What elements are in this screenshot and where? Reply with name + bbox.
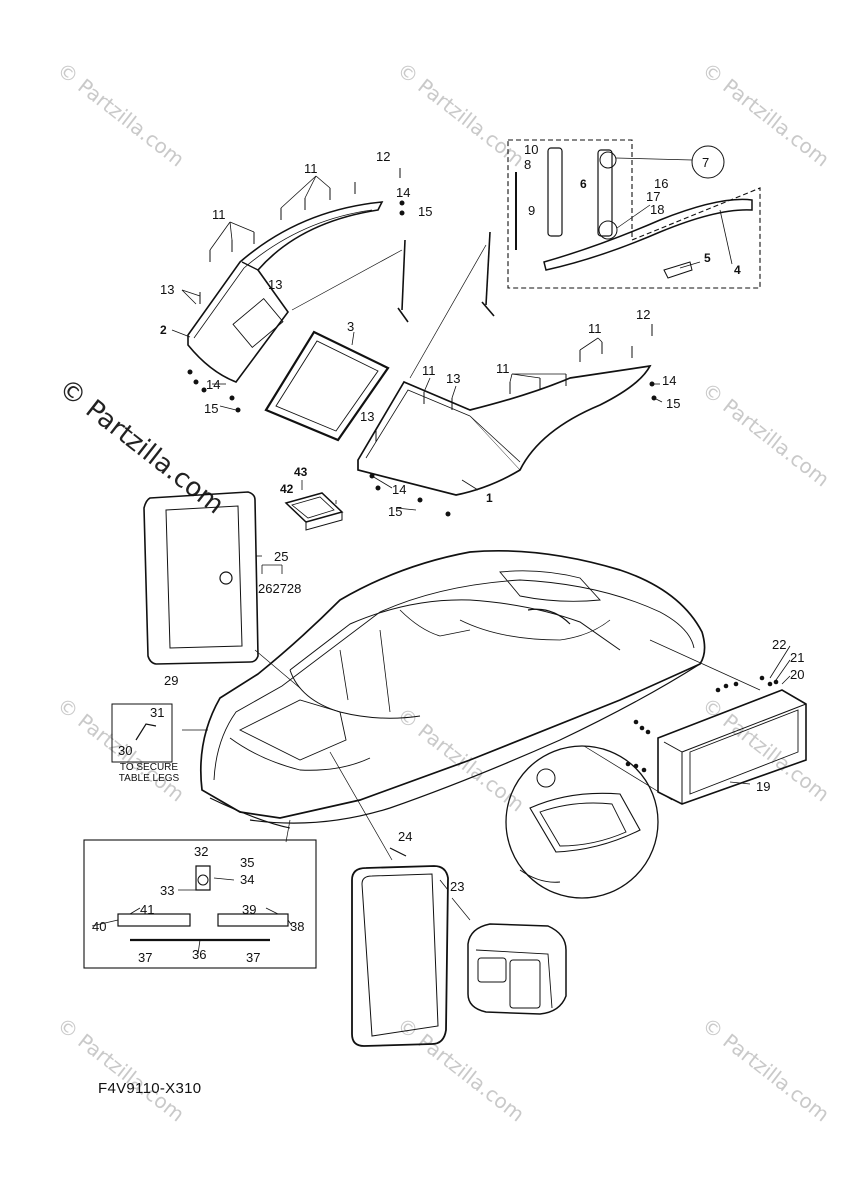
callout-16: 16 (654, 176, 669, 191)
tray-part-42 (284, 492, 344, 531)
trim-strip-part-4 (543, 198, 753, 279)
storage-bin-part-23 (467, 923, 567, 1015)
callout-9: 9 (528, 203, 536, 218)
callout-24: 24 (398, 829, 413, 844)
callout-12b: 12 (636, 307, 651, 322)
callout-15c: 15 (666, 396, 681, 411)
callout-34: 34 (240, 872, 255, 887)
callout-18: 18 (650, 202, 665, 217)
diagram-code: F4V9110-X310 (98, 1080, 202, 1097)
callout-5: 5 (704, 251, 711, 265)
callout-37a: 37 (138, 950, 153, 965)
callout-37b: 37 (246, 950, 261, 965)
callout-40: 40 (92, 919, 107, 934)
detail-box-upper (507, 139, 761, 289)
callout-6: 6 (580, 177, 587, 191)
callout-31: 31 (150, 705, 165, 720)
callout-38: 38 (290, 919, 305, 934)
callout-42: 42 (280, 482, 294, 496)
callout-8: 8 (524, 157, 532, 172)
frame-part-3 (264, 330, 390, 442)
callout-35: 35 (240, 855, 255, 870)
support-struts (397, 231, 495, 323)
callout-17: 17 (646, 189, 661, 204)
callout-19: 19 (756, 779, 771, 794)
callout-20: 20 (790, 667, 805, 682)
callout-1: 1 (486, 491, 493, 505)
detail-box-clip (111, 703, 173, 763)
callout-25: 25 (274, 549, 289, 564)
callout-21: 21 (790, 650, 805, 665)
callout-13a: 13 (160, 282, 175, 297)
detail-box-table-legs (83, 839, 317, 969)
windshield-left (187, 201, 384, 383)
screws (199, 168, 653, 442)
hatch-cover-part-25 (143, 491, 259, 665)
callout-41: 41 (140, 902, 155, 917)
table-legs-note: TO SECURE TABLE LEGS (118, 762, 180, 784)
callout-4: 4 (734, 263, 741, 277)
callout-14b: 14 (206, 377, 221, 392)
strut-kit (515, 145, 725, 250)
callout-11d: 11 (422, 363, 436, 378)
callout-14a: 14 (396, 185, 411, 200)
callout-23: 23 (450, 879, 465, 894)
callout-13d: 13 (360, 409, 375, 424)
callout-262728: 262728 (258, 581, 302, 596)
callout-11c: 11 (588, 321, 602, 336)
callout-3: 3 (347, 319, 355, 334)
storage-box-part-19 (657, 689, 807, 805)
callout-15a: 15 (418, 204, 433, 219)
callout-14c: 14 (662, 373, 677, 388)
callout-11a: 11 (304, 161, 318, 176)
callout-2: 2 (160, 323, 167, 337)
callout-7: 7 (702, 155, 710, 170)
callout-11e: 11 (496, 361, 510, 376)
magnified-detail (505, 745, 673, 899)
callout-12a: 12 (376, 149, 391, 164)
callout-22: 22 (772, 637, 787, 652)
gasket-frame (351, 865, 449, 1047)
leader-lines (91, 175, 791, 955)
callout-33: 33 (160, 883, 175, 898)
callout-13b: 13 (268, 277, 283, 292)
callout-13c: 13 (446, 371, 461, 386)
windshield-right (357, 364, 652, 496)
callout-29: 29 (164, 673, 179, 688)
callout-43: 43 (294, 465, 308, 479)
callout-14d: 14 (392, 482, 407, 497)
callout-15d: 15 (388, 504, 403, 519)
boat-hull (199, 549, 706, 829)
callout-30: 30 (118, 743, 133, 758)
callout-39: 39 (242, 902, 257, 917)
callout-11b: 11 (212, 207, 226, 222)
callout-15b: 15 (204, 401, 219, 416)
callout-10: 10 (524, 142, 539, 157)
callout-32: 32 (194, 844, 209, 859)
callout-36: 36 (192, 947, 207, 962)
